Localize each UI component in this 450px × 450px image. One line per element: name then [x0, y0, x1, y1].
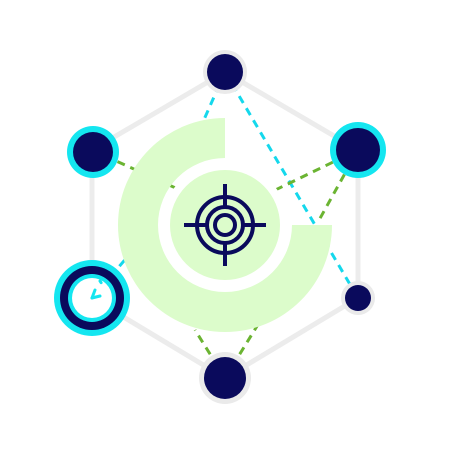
progress-ring — [118, 118, 332, 332]
dashed-line-bottom-to-ring — [223, 317, 264, 379]
center-disc-inner — [170, 170, 280, 280]
dashed-line-bottom-to-ring-left — [193, 329, 227, 379]
node-top[interactable] — [203, 50, 247, 94]
dashed-line-top-to-bottom-right — [223, 71, 360, 299]
crosshair-target-icon — [184, 184, 266, 266]
node-clock[interactable] — [54, 260, 130, 336]
node-top-left[interactable] — [67, 126, 119, 178]
clock-icon — [90, 279, 104, 300]
node-top-right[interactable] — [330, 122, 386, 178]
node-bottom-right[interactable] — [341, 281, 375, 315]
node-bottom[interactable] — [199, 352, 251, 404]
